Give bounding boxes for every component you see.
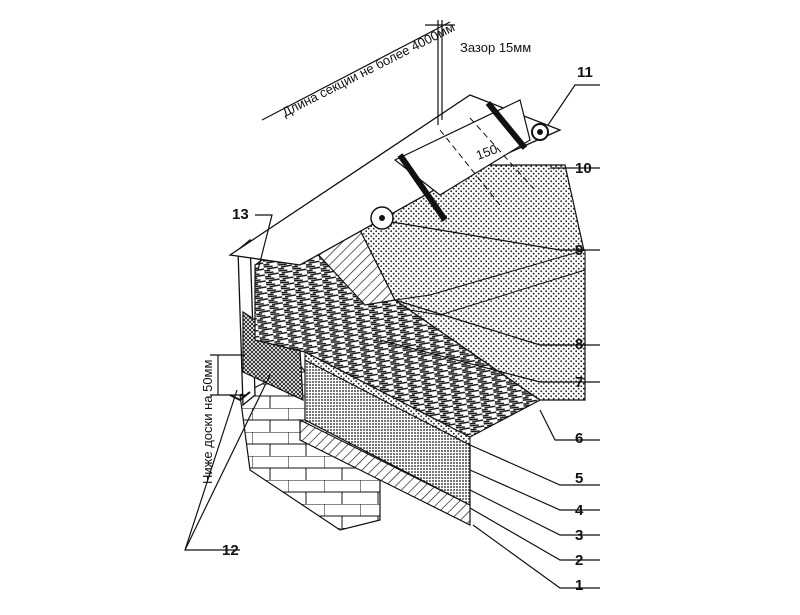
callout-5: 5	[575, 470, 583, 487]
leader-4	[469, 469, 600, 511]
leader-5	[469, 444, 600, 486]
callout-8: 8	[575, 336, 583, 353]
callout-13: 13	[232, 206, 249, 223]
callout-3: 3	[575, 527, 583, 544]
callout-11: 11	[577, 64, 593, 81]
leader-7	[379, 339, 600, 383]
callout-4: 4	[575, 502, 584, 519]
callout-12: 12	[222, 542, 239, 559]
callout-7: 7	[575, 374, 583, 391]
cap-flashing	[393, 99, 531, 196]
callout-6: 6	[575, 430, 583, 447]
leader-13	[255, 214, 273, 271]
leader-9	[391, 221, 600, 251]
clamp-strip-right	[485, 101, 528, 150]
callout-1: 1	[575, 577, 583, 594]
below-board-label: Ниже доски на 50мм	[200, 360, 215, 484]
leader-6	[539, 409, 600, 441]
layer-1-deck	[299, 419, 471, 526]
leader-3	[469, 489, 600, 536]
clamp-strip-left	[397, 153, 448, 222]
flashing-fold	[393, 249, 586, 316]
callout-9: 9	[575, 242, 583, 259]
leader-8	[394, 299, 600, 346]
dimension-150-label: 150	[474, 141, 500, 163]
callout-2: 2	[575, 552, 583, 569]
leader-12b	[184, 374, 271, 551]
callout-10: 10	[575, 160, 592, 177]
section-length-label: Длина секции не более 4000мм	[280, 19, 458, 119]
leader-1	[472, 524, 600, 589]
leader-2	[469, 507, 600, 561]
gap-label: Зазор 15мм	[460, 40, 531, 55]
leader-11	[547, 84, 600, 126]
